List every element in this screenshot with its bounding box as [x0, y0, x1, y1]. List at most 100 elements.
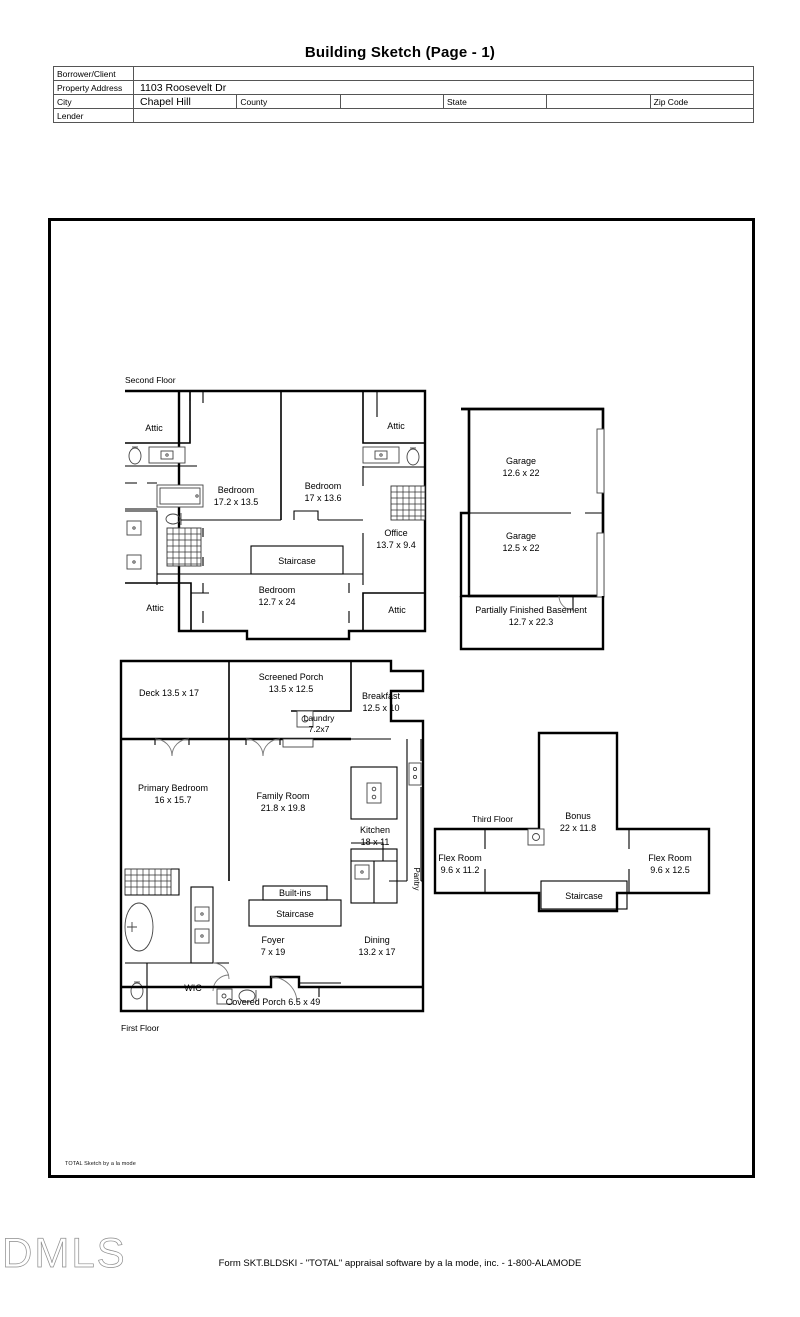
kitchen-sink-drain-icon — [360, 870, 364, 874]
porch-door-arc-1-icon — [245, 738, 264, 757]
bedroom-2-dims: 17 x 13.6 — [304, 493, 341, 503]
shower-1-tile-pattern — [167, 528, 201, 566]
tub-faucet-icon — [127, 922, 137, 932]
kitchen-fixtures — [350, 739, 422, 904]
soaking-tub-icon — [124, 902, 154, 952]
bathtub-drain-icon — [195, 494, 199, 498]
office-dims: 13.7 x 9.4 — [376, 540, 416, 550]
toilet-5-icon — [238, 989, 256, 1003]
third-floor-washer-drum-icon — [532, 833, 540, 841]
cooktop-icon — [366, 782, 382, 804]
sink-drain-icon — [165, 453, 169, 457]
appliance-dial-1-icon — [412, 766, 418, 772]
dining-dims: 13.2 x 17 — [358, 947, 395, 957]
table-row-lender: Lender — [53, 108, 754, 123]
screened-porch-dims: 13.5 x 12.5 — [269, 684, 314, 694]
bedroom-2-name: Bedroom — [305, 481, 342, 491]
deck-door-arc-2-icon — [171, 738, 190, 757]
county-label: County — [236, 94, 341, 109]
shower-3-icon — [124, 868, 172, 896]
garage-basement-plan: Garage 12.6 x 22 Garage 12.5 x 22 Partia… — [459, 407, 605, 651]
property-address-label: Property Address — [53, 80, 134, 95]
attic-4-label: Attic — [388, 605, 406, 615]
hall-wall-left — [125, 510, 158, 585]
flex-1-dims: 9.6 x 11.2 — [441, 865, 480, 875]
burner-1-icon — [371, 786, 377, 792]
garage-outer-walls — [461, 407, 605, 598]
family-room-dims: 21.8 x 19.8 — [261, 803, 306, 813]
zip-code-label: Zip Code — [649, 94, 755, 109]
breakfast-dims: 12.5 x 10 — [362, 703, 399, 713]
flex-1-name: Flex Room — [438, 853, 482, 863]
basement-dims: 12.7 x 22.3 — [509, 617, 554, 627]
garage-door-2-icon[interactable] — [596, 532, 605, 598]
third-floor-washer-icon — [527, 828, 545, 846]
city-value[interactable]: Chapel Hill — [133, 94, 238, 109]
primary-bedroom-dims: 16 x 15.7 — [154, 795, 191, 805]
borrower-value[interactable] — [133, 66, 754, 81]
hall-door-arc-icon — [212, 974, 230, 992]
sink-4-icon — [374, 450, 388, 460]
bedroom-3-name: Bedroom — [259, 585, 296, 595]
garage-door-1-icon[interactable] — [596, 428, 605, 494]
basement-door-arc-icon — [558, 595, 574, 611]
double-vanity-icon — [190, 886, 214, 964]
washer-drum-icon — [301, 715, 309, 723]
table-row-city: City Chapel Hill County State Zip Code — [53, 94, 755, 109]
kitchen-name: Kitchen — [360, 825, 390, 835]
bath-lower-left-fixtures — [165, 513, 211, 567]
wic-door-arc-icon — [212, 962, 230, 980]
breakfast-name: Breakfast — [362, 691, 401, 701]
garage-2-name: Garage — [506, 531, 536, 541]
vanity-2-icon — [362, 446, 400, 464]
attic-3-label: Attic — [146, 603, 164, 613]
sink-6-drain-icon — [200, 934, 204, 938]
bedroom-1-dims: 17.2 x 13.5 — [214, 497, 259, 507]
page-title: Building Sketch (Page - 1) — [304, 44, 496, 61]
wall-appliance-icon — [408, 762, 422, 786]
shower-3-wall — [125, 868, 180, 896]
second-floor-plan: Second Floor Attic — [125, 375, 427, 641]
dmls-watermark: DMLS — [2, 1229, 127, 1276]
lender-value[interactable] — [133, 108, 754, 123]
property-address-value[interactable]: 1103 Roosevelt Dr — [133, 80, 754, 95]
screened-porch-name: Screened Porch — [259, 672, 324, 682]
primary-bath-fixtures — [124, 868, 229, 1011]
deck-door-arcs — [154, 738, 190, 757]
bedroom-corridor-wall — [211, 510, 363, 521]
state-value[interactable] — [546, 94, 651, 109]
kitchen-sink-icon — [354, 864, 370, 880]
double-vanity-group — [190, 886, 214, 964]
state-label: State — [442, 94, 548, 109]
county-value[interactable] — [340, 94, 444, 109]
attic-1-label: Attic — [145, 423, 163, 433]
sink-2-icon — [126, 520, 142, 536]
sink-5-icon — [194, 906, 210, 922]
borrower-label: Borrower/Client — [53, 66, 134, 81]
family-room-name: Family Room — [256, 791, 309, 801]
shower-2-tile-pattern — [391, 486, 425, 520]
garage-1-name: Garage — [506, 456, 536, 466]
attic-2-label: Attic — [387, 421, 405, 431]
lender-label: Lender — [53, 108, 134, 123]
dining-name: Dining — [364, 935, 390, 945]
sink-4-drain-icon — [379, 453, 383, 457]
garage-1-dims: 12.6 x 22 — [502, 468, 539, 478]
bedroom-3-dims: 12.7 x 24 — [258, 597, 295, 607]
table-row-property-address: Property Address 1103 Roosevelt Dr — [53, 80, 754, 95]
powder-sink-drain-icon — [221, 993, 227, 999]
built-ins-label: Built-ins — [279, 888, 312, 898]
powder-sink-icon — [216, 988, 233, 1005]
kitchen-island-icon — [350, 766, 398, 820]
table-row-borrower: Borrower/Client — [53, 66, 754, 81]
pantry-label: Pantry — [412, 867, 421, 890]
primary-bedroom-name: Primary Bedroom — [138, 783, 208, 793]
laundry-counter-icon — [282, 738, 314, 748]
appliance-dial-2-icon — [412, 774, 418, 780]
laundry-dims: 7.2x7 — [309, 724, 330, 734]
office-name: Office — [384, 528, 407, 538]
third-floor-staircase-label: Staircase — [565, 891, 603, 901]
bath-right-fixtures — [362, 446, 425, 468]
total-sketch-credit: TOTAL Sketch by a la mode — [65, 1161, 136, 1167]
sink-3-icon — [126, 554, 142, 570]
